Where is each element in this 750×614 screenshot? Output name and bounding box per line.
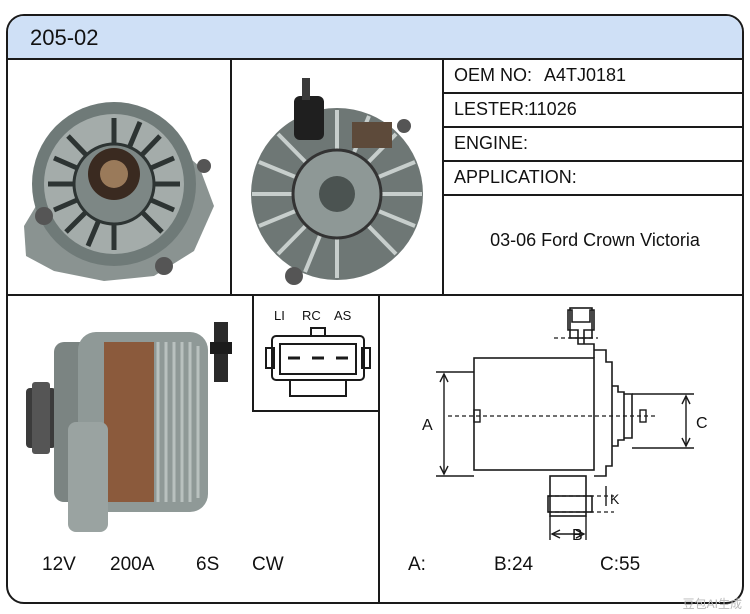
application-label: APPLICATION:: [454, 167, 577, 187]
grid-divider-left: [230, 60, 232, 296]
amperage-rating: 200A: [110, 554, 155, 575]
pulley-type: 6S: [196, 554, 220, 575]
engine-label: ENGINE:: [454, 133, 529, 153]
connector-pin-as: AS: [334, 308, 352, 323]
dimension-c-value: C:55: [600, 554, 641, 575]
alternator-rear-photo: [251, 78, 423, 285]
alternator-side-photo: [26, 322, 232, 532]
lester-value: 11026: [528, 99, 577, 119]
dimension-a-value: A:: [408, 554, 426, 575]
connector-pin-li: LI: [274, 308, 285, 323]
grid-divider-specs: [442, 60, 444, 296]
dimension-diagram: A C B K: [422, 307, 708, 544]
spec-row-engine: ENGINE:: [444, 128, 742, 162]
oem-label: OEM NO:: [454, 65, 533, 85]
connector-pin-rc: RC: [302, 308, 321, 323]
application-value: 03-06 Ford Crown Victoria: [490, 230, 700, 250]
card-header: 205-02: [8, 16, 742, 60]
spec-row-lester: LESTER: 11026: [444, 94, 742, 128]
alternator-front-photo: [24, 102, 214, 281]
dimension-b-label: B: [572, 527, 583, 544]
dimension-k-label: K: [610, 491, 620, 507]
dimension-a-label: A: [422, 417, 433, 434]
connector-diagram: [265, 327, 371, 397]
rotation-direction: CW: [252, 554, 284, 575]
lester-label: LESTER:: [454, 99, 530, 119]
product-spec-card: 205-02: [6, 14, 744, 604]
connector-box-bottom: [252, 410, 380, 412]
voltage-rating: 12V: [42, 554, 76, 575]
grid-divider-bottom: [378, 296, 380, 602]
dimension-b-value: B:24: [494, 554, 534, 575]
spec-row-oem: OEM NO: A4TJ0181: [444, 60, 742, 94]
connector-box-left: [252, 296, 254, 412]
spec-row-application: APPLICATION:: [444, 162, 742, 196]
grid-divider-horizontal: [8, 294, 742, 296]
part-number-title: 205-02: [30, 25, 99, 50]
oem-value: A4TJ0181: [544, 65, 627, 85]
dimension-c-label: C: [696, 415, 708, 432]
watermark-text: 豆包AI生成: [682, 597, 742, 611]
